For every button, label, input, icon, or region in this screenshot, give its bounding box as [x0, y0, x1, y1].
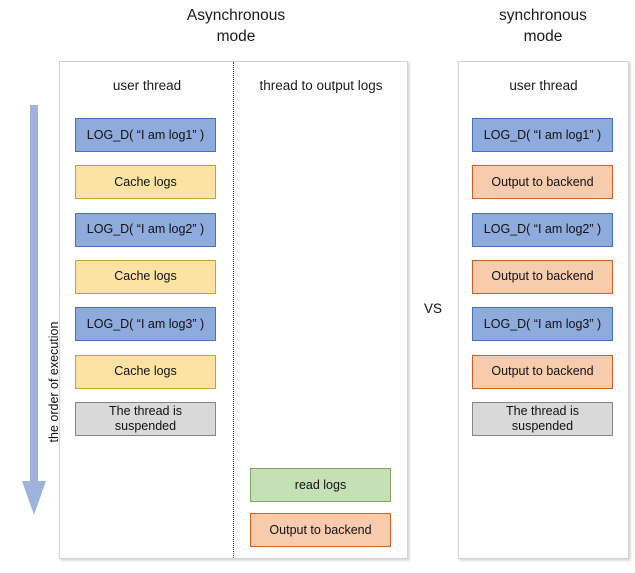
async-user-thread-step-3: LOG_D( “I am log2” ): [75, 212, 216, 247]
sync-user-thread-step-2: Output to backend: [472, 165, 613, 200]
sync-mode-title: synchronous mode: [499, 7, 587, 45]
sync-user-thread-step-6: Output to backend: [472, 354, 613, 389]
column-header-user-thread-sync: user thread: [509, 78, 578, 93]
column-header-user-thread-async: user thread: [112, 78, 182, 93]
async-user-thread-step-7: The thread is suspended: [75, 401, 216, 436]
sync-user-thread-step-4: Output to backend: [472, 259, 613, 294]
sync-user-thread-step-7: The thread is suspended: [472, 401, 613, 436]
async-mode-title: Asynchronous mode: [186, 7, 286, 45]
sync-user-thread-step-1: LOG_D( “I am log1” ): [472, 118, 613, 152]
thread-divider-dotted-line: [233, 62, 234, 558]
async-user-thread-step-5: LOG_D( “I am log3” ): [75, 307, 216, 342]
vs-label: VS: [423, 301, 442, 316]
down-arrow-icon: [22, 105, 46, 515]
async-user-thread-step-2: Cache logs: [75, 165, 216, 200]
async-user-thread-step-1: LOG_D( “I am log1” ): [75, 118, 216, 152]
sync-user-thread-step-3: LOG_D( “I am log2” ): [472, 212, 613, 247]
order-of-execution-label: the order of execution: [47, 321, 61, 443]
async-output-thread-step-1: read logs: [250, 468, 391, 502]
column-header-thread-to-output-logs: thread to output logs: [259, 78, 383, 93]
async-user-thread-step-6: Cache logs: [75, 354, 216, 389]
async-user-thread-step-4: Cache logs: [75, 259, 216, 294]
sync-user-thread-step-5: LOG_D( “I am log3” ): [472, 307, 613, 342]
order-of-execution-arrow: the order of execution: [18, 105, 61, 517]
async-output-thread-step-2: Output to backend: [250, 513, 391, 547]
